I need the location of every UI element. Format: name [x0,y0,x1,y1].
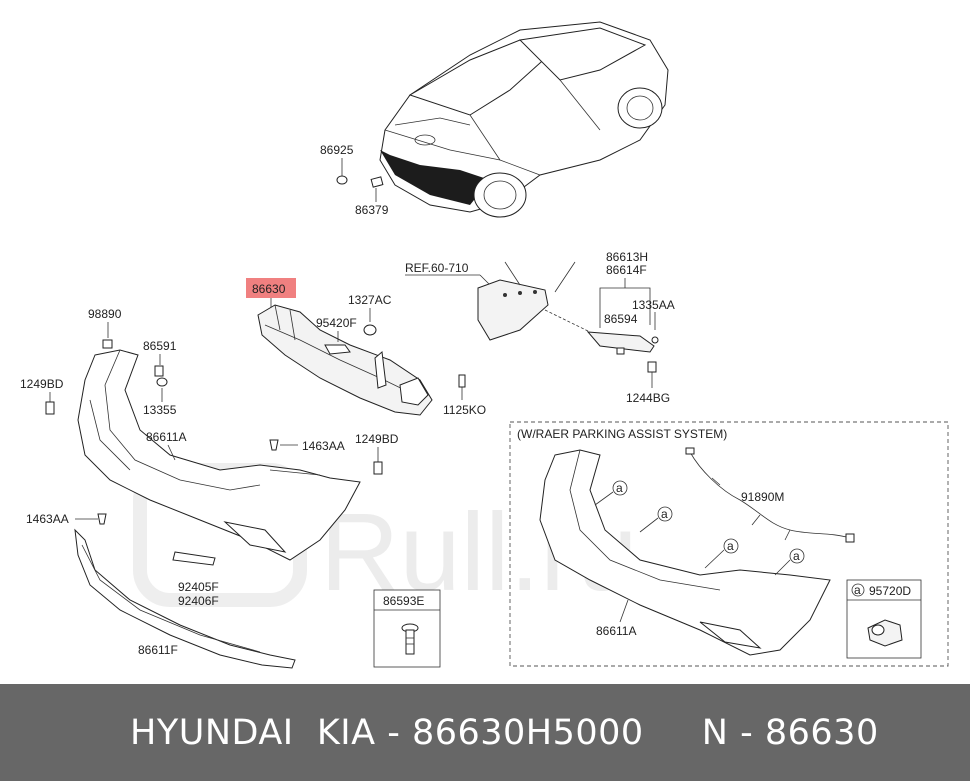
footer-part-number: HYUNDAI KIA - 86630H5000 N - 86630 [130,712,879,753]
label-95420f: 95420F [316,316,357,330]
screw-1244bg [647,361,657,373]
label-86925: 86925 [320,143,354,157]
label-92405f: 92405F [178,580,219,594]
label-1249bd-left: 1249BD [20,377,64,391]
nut-1327ac [363,324,377,336]
bolt-1125ko [458,374,466,388]
clip-86379 [370,176,384,188]
parking-sensor-95720d [867,619,903,647]
label-86614f: 86614F [606,263,647,277]
clip-86593e [401,623,419,655]
rear-bumper-beam [257,304,433,416]
label-86611a-pas: 86611A [596,624,636,638]
body-panel-ref [477,261,576,341]
label-86594: 86594 [604,312,638,326]
pas-variant-box [509,421,949,667]
nut-13355 [156,377,168,387]
label-1125ko: 1125KO [443,403,486,417]
label-86630: 86630 [252,282,286,296]
pas-sensor-callouts: a a a a [594,480,805,576]
label-86611a: 86611A [146,430,186,444]
label-1327ac: 1327AC [348,293,392,307]
car-rear-view [379,21,669,218]
screw-1249bd-left [45,401,55,415]
side-bracket-86613h [586,331,659,355]
pas-bumper-cover [539,449,831,656]
label-1244bg: 1244BG [626,391,670,405]
rear-bumper-lower-garnish [74,528,296,669]
callout-a-4: a [793,549,800,563]
highlight-86630 [246,278,296,298]
screw-86591 [154,365,164,377]
label-92406f: 92406F [178,594,219,608]
rear-bumper-cover [77,349,361,561]
label-91890m: 91890M [741,490,784,504]
screw-1463aa-mid [269,439,279,451]
label-86593e: 86593E [383,594,424,608]
diagram-canvas: Rull.ru 86925 86379 86630 1327AC 95420F [20,21,949,669]
label-1463aa-left: 1463AA [26,512,69,526]
label-ref-60-710: REF.60-710 [405,261,469,275]
callout-a-95720d: a [854,583,861,597]
pas-title: (W/RAER PARKING ASSIST SYSTEM) [517,427,727,441]
plug-86925 [336,175,348,185]
bracket-95420f [324,344,351,355]
callout-a-2: a [661,507,668,521]
label-86613h: 86613H [606,250,648,264]
label-13355: 13355 [143,403,177,417]
label-95720d: 95720D [869,584,911,598]
label-1463aa-mid: 1463AA [302,439,345,453]
pas-wiring-harness [685,447,855,543]
screw-1463aa-left [97,513,107,525]
clip-98890 [102,339,113,349]
label-1335aa: 1335AA [632,298,675,312]
callout-a-3: a [727,539,734,553]
label-98890: 98890 [88,307,122,321]
label-86591: 86591 [143,339,177,353]
reflector-92405f [172,551,216,566]
label-86379: 86379 [355,203,389,217]
screw-1249bd-mid [373,461,383,475]
callout-a-1: a [616,481,623,495]
footer-bar: HYUNDAI KIA - 86630H5000 N - 86630 [0,684,970,781]
label-1249bd-mid: 1249BD [355,432,399,446]
label-86611f: 86611F [138,643,178,657]
